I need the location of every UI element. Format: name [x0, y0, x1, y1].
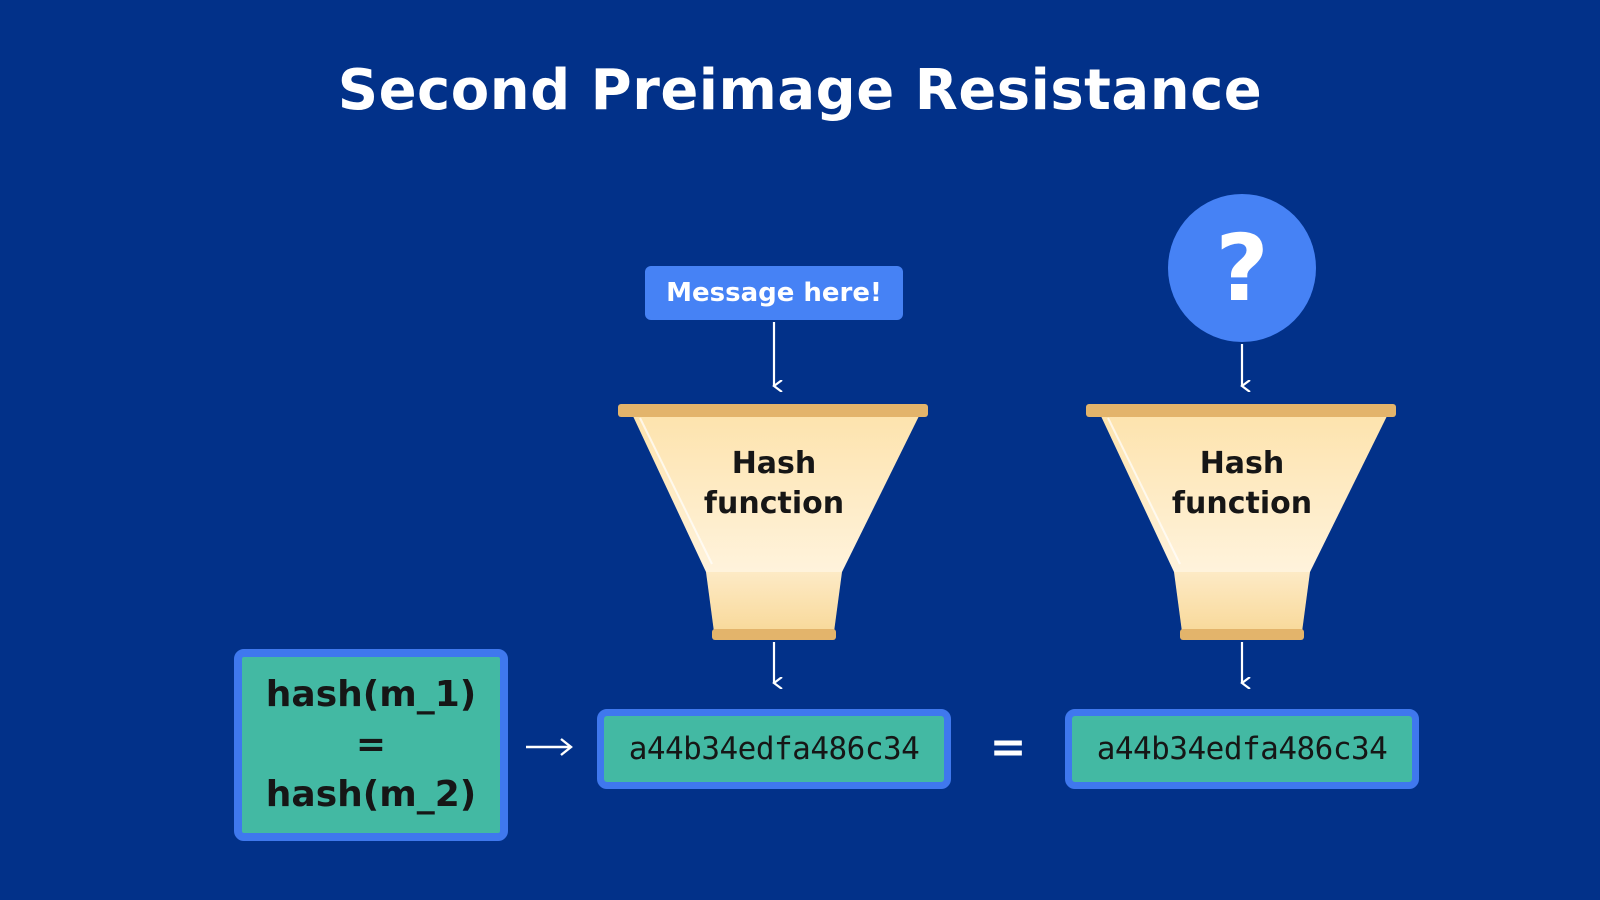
page-title: Second Preimage Resistance [337, 58, 1263, 123]
arrow-right-icon [526, 738, 573, 756]
hash-equality-box: hash(m_1) = hash(m_2) [234, 649, 508, 841]
message-input-box: Message here! [645, 266, 903, 320]
hash-label-line1: Hash [1199, 446, 1285, 481]
right-funnel-icon [1086, 404, 1396, 640]
hash-label-line2: function [703, 486, 845, 521]
left-hash-function-label: Hash function [654, 444, 894, 524]
hash-output-left: a44b34edfa486c34 [597, 709, 951, 789]
hash-output-right: a44b34edfa486c34 [1065, 709, 1419, 789]
equation-line-1: hash(m_1) [265, 674, 477, 715]
equation-line-2: = [355, 724, 387, 765]
equation-line-3: hash(m_2) [265, 774, 477, 815]
left-funnel-icon [618, 404, 928, 640]
right-hash-function-label: Hash function [1122, 444, 1362, 524]
hash-label-line2: function [1171, 486, 1313, 521]
hash-label-line1: Hash [731, 446, 817, 481]
unknown-message-icon: ? [1168, 194, 1316, 342]
equals-sign: = [989, 722, 1027, 773]
